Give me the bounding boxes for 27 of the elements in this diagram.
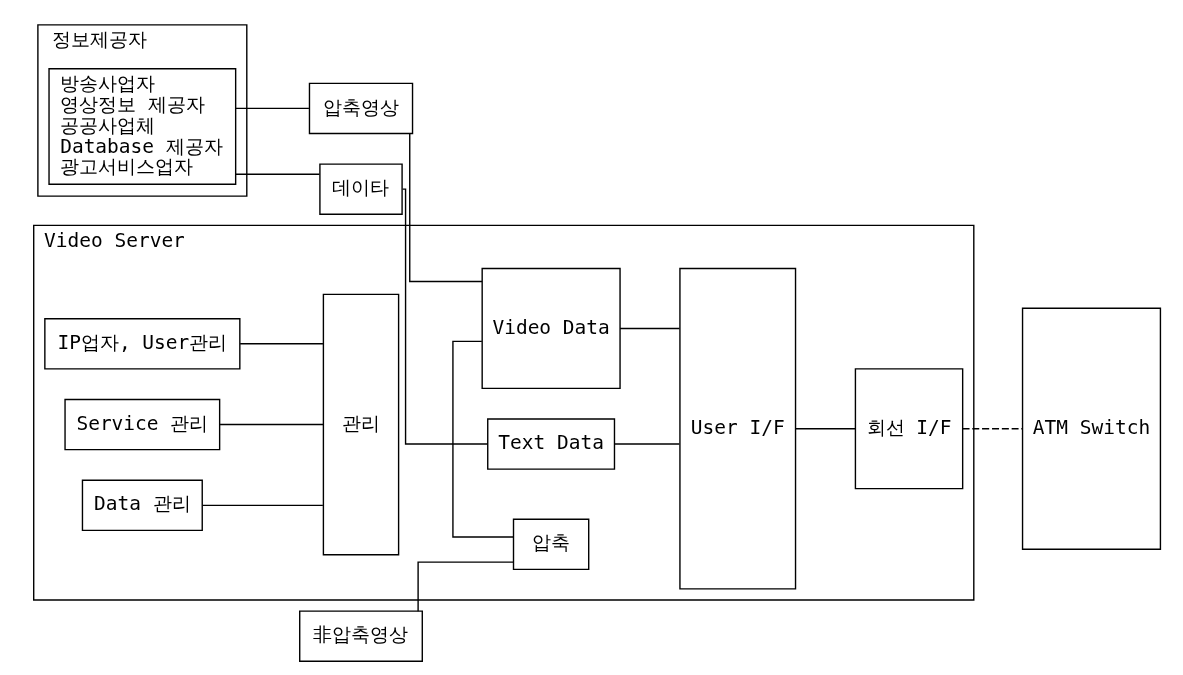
node-box: ATM Switch <box>1021 307 1162 550</box>
node-box: 데이타 <box>319 163 403 215</box>
node-box: IP업자, User관리 <box>44 318 241 370</box>
node-box: 회선 I/F <box>854 368 964 490</box>
node-box: 非압축영상 <box>299 610 423 662</box>
node-box: Video Data <box>481 267 621 390</box>
node-box: 방송사업자 영상정보 제공자 공공사업체 Database 제공자 광고서비스업자 <box>48 68 237 185</box>
connector <box>452 340 515 538</box>
connector <box>409 132 483 283</box>
connector <box>219 423 325 426</box>
node-box: Data 관리 <box>81 479 203 532</box>
node-box: 압축 <box>512 518 590 571</box>
connector <box>417 561 515 612</box>
node-box: User I/F <box>679 267 797 590</box>
node-box: 압축영상 <box>308 82 414 135</box>
node-box: Service 관리 <box>64 398 221 451</box>
connector <box>401 188 489 445</box>
connector <box>202 504 324 506</box>
connector <box>239 343 324 345</box>
connector <box>235 173 321 175</box>
connector <box>795 428 856 430</box>
node-box: Text Data <box>487 418 616 470</box>
node-box: 관리 <box>322 293 400 556</box>
connector <box>619 327 681 330</box>
connector <box>235 107 310 110</box>
connector <box>614 443 681 445</box>
connector <box>962 428 1024 430</box>
